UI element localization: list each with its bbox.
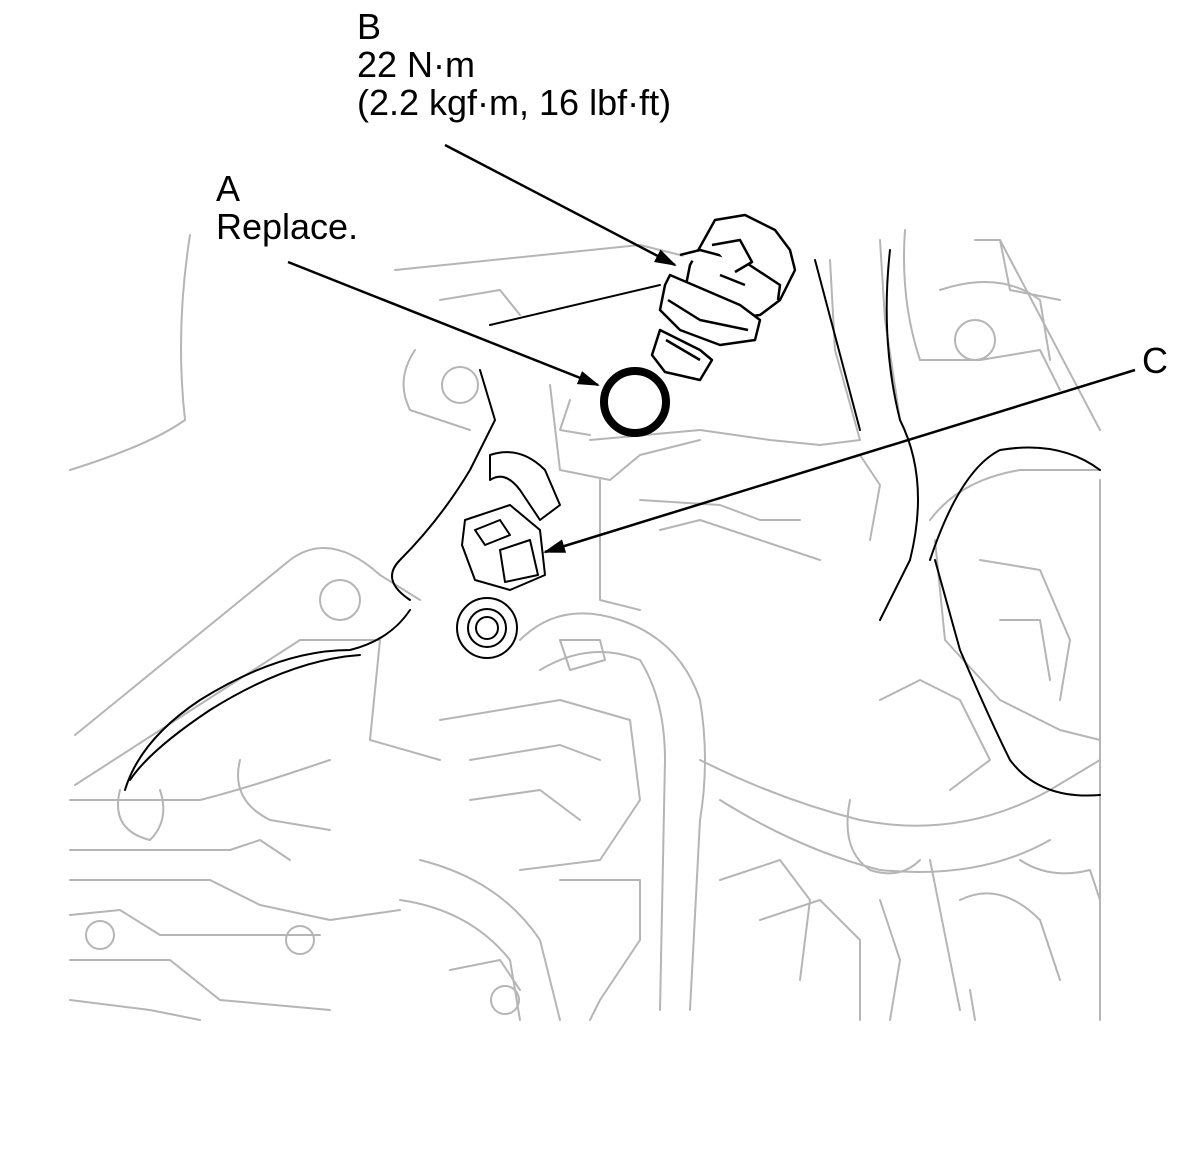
- o-ring-a-part: [600, 367, 670, 437]
- callout-a: A Replace.: [216, 170, 358, 246]
- callout-c-letter: C: [1142, 340, 1168, 381]
- callout-a-letter: A: [216, 168, 241, 209]
- leader-line-a: [287, 260, 600, 387]
- callout-b: B 22 N·m (2.2 kgf·m, 16 lbf·ft): [357, 8, 671, 122]
- callout-c: C: [1142, 342, 1168, 380]
- nut-part: [456, 597, 518, 659]
- housing-dark-edges: [124, 249, 1101, 797]
- callout-b-torque-alt: (2.2 kgf·m, 16 lbf·ft): [357, 82, 672, 123]
- callout-a-note: Replace.: [216, 206, 359, 247]
- engine-background-outline: [69, 229, 1101, 1021]
- callout-b-torque-metric: 22 N·m: [357, 44, 476, 85]
- leader-line-b: [444, 143, 677, 267]
- callout-b-letter: B: [357, 6, 382, 47]
- connector-c-part: [461, 451, 561, 591]
- leader-line-c: [543, 368, 1136, 554]
- sensor-b-part: [650, 213, 797, 382]
